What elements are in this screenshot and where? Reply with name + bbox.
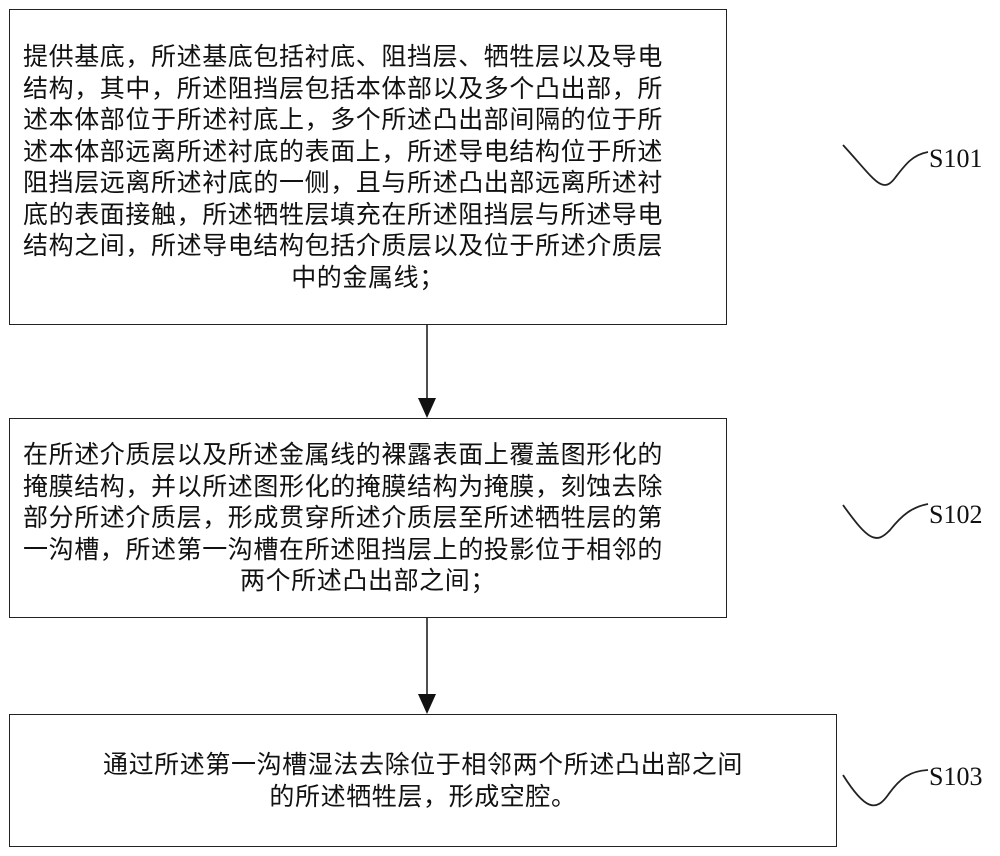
step-text-line: 两个所述凸出部之间； [239, 566, 496, 596]
step-text-line: 述本体部位于所述衬底上，多个所述凸出部间隔的位于所 [23, 105, 664, 134]
step-text-line: 通过所述第一沟槽湿法去除位于相邻两个所述凸出部之间 [102, 750, 743, 779]
step-label-s103: S103 [929, 762, 983, 791]
arrow-head-2 [418, 694, 436, 714]
step-box-s102: 在所述介质层以及所述金属线的裸露表面上覆盖图形化的 掩膜结构，并以所述图形化的掩… [9, 418, 727, 618]
step-label-s102: S102 [929, 500, 983, 529]
step-label-s101: S101 [929, 144, 983, 173]
step-box-s103: 通过所述第一沟槽湿法去除位于相邻两个所述凸出部之间 的所述牺牲层，形成空腔。 [9, 714, 837, 847]
leader-line-s101 [842, 144, 929, 186]
step-text-line: 中的金属线； [291, 262, 445, 292]
step-text-line: 提供基底，所述基底包括衬底、阻挡层、牺牲层以及导电 [23, 42, 664, 71]
step-text-line: 结构，其中，所述阻挡层包括本体部以及多个凸出部，所 [23, 73, 664, 103]
leader-line-s102 [842, 503, 929, 539]
arrow-head-1 [418, 398, 436, 418]
step-text-line: 述本体部远离所述衬底的表面上，所述导电结构位于所述 [23, 136, 664, 166]
step-box-s101: 提供基底，所述基底包括衬底、阻挡层、牺牲层以及导电 结构，其中，所述阻挡层包括本… [9, 9, 727, 325]
step-text-line: 掩膜结构，并以所述图形化的掩膜结构为掩膜，刻蚀去除 [23, 471, 664, 501]
leader-line-s103 [842, 769, 929, 807]
step-text-line: 在所述介质层以及所述金属线的裸露表面上覆盖图形化的 [23, 440, 664, 470]
step-text-line: 的所述牺牲层，形成空腔。 [269, 781, 577, 811]
step-text-line: 结构之间，所述导电结构包括介质层以及位于所述介质层 [23, 231, 664, 260]
step-text-line: 底的表面接触，所述牺牲层填充在所述阻挡层与所述导电 [23, 199, 664, 229]
step-text-line: 阻挡层远离所述衬底的一侧，且与所述凸出部远离所述衬 [23, 168, 664, 197]
step-text-line: 一沟槽，所述第一沟槽在所述阻挡层上的投影位于相邻的 [23, 534, 664, 564]
step-text-line: 部分所述介质层，形成贯穿所述介质层至所述牺牲层的第 [23, 503, 664, 533]
